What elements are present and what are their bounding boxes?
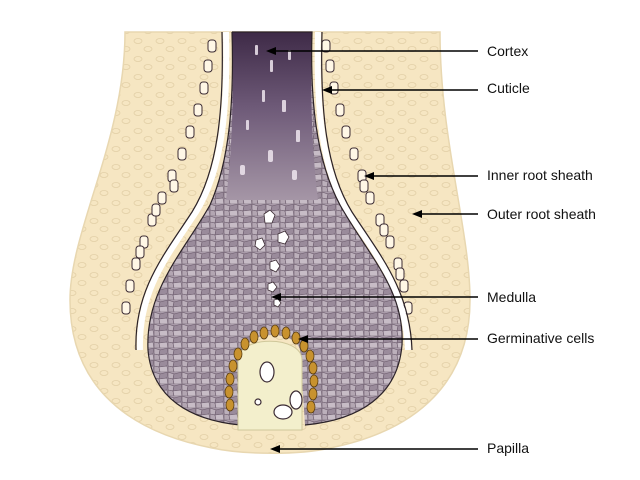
medulla-cells: [254, 209, 290, 308]
label-germinative-cells: Germinative cells: [487, 330, 594, 346]
label-papilla-group: Papilla: [270, 440, 529, 456]
label-inner-root-sheath-group: Inner root sheath: [364, 167, 593, 183]
label-papilla: Papilla: [487, 440, 529, 456]
arrowhead-medulla: [271, 293, 281, 301]
cortex-streaks: [240, 45, 300, 180]
label-cortex: Cortex: [487, 43, 528, 59]
arrowhead-papilla: [270, 445, 280, 453]
label-cuticle-group: Cuticle: [322, 80, 530, 96]
cuticle-right-outline: [321, 31, 413, 351]
label-outer-root-sheath: Outer root sheath: [487, 206, 596, 222]
papilla-vessels: [254, 361, 303, 420]
label-germinative-cells-group: Germinative cells: [298, 330, 594, 346]
cuticle-left: [136, 31, 230, 351]
label-cortex-group: Cortex: [266, 43, 528, 59]
arrowhead-outer-root-sheath: [412, 210, 422, 218]
cuticle-left-outline: [135, 31, 223, 351]
cuticle-right: [314, 31, 411, 351]
label-inner-root-sheath: Inner root sheath: [487, 167, 593, 183]
germinative-cells: [224, 324, 319, 414]
label-medulla-group: Medulla: [271, 289, 536, 305]
inner-root-sheath-right: [321, 39, 413, 315]
arrowhead-inner-root-sheath: [364, 172, 374, 180]
label-outer-root-sheath-group: Outer root sheath: [412, 206, 596, 222]
arrowhead-cortex: [266, 47, 276, 55]
bulb-outline: [147, 31, 403, 426]
inner-root-sheath-left: [121, 39, 217, 315]
papilla: [237, 340, 303, 431]
label-cuticle: Cuticle: [487, 80, 530, 96]
arrowhead-germinative-cells: [298, 335, 308, 343]
arrowhead-cuticle: [322, 86, 332, 94]
label-medulla: Medulla: [487, 289, 536, 305]
